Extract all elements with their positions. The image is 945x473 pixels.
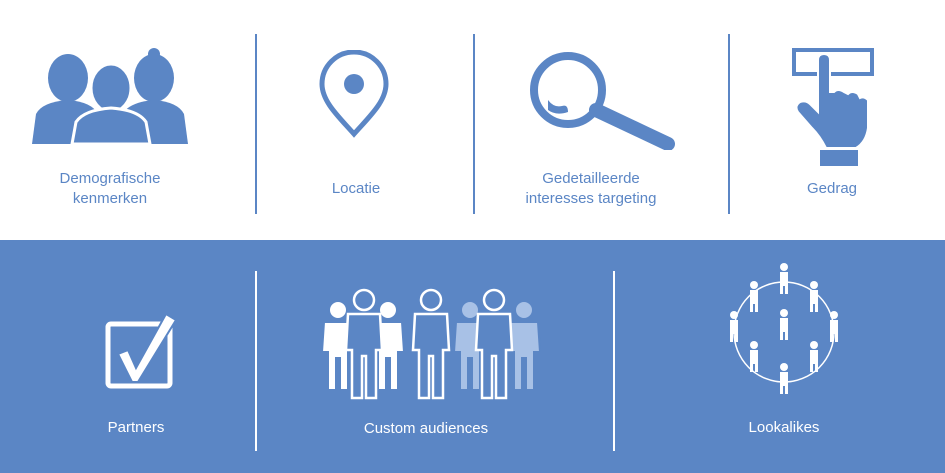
label-interesses: Gedetailleerde interesses targeting (525, 170, 657, 207)
people-outline-icon (320, 288, 542, 400)
map-pin-icon (319, 50, 389, 138)
divider (255, 34, 257, 214)
label-partners: Partners (107, 419, 165, 436)
pointing-hand-icon (792, 48, 874, 166)
top-section: Demografische kenmerken Locatie Gedetail… (32, 34, 874, 214)
label-demografische: Demografische kenmerken (59, 170, 161, 207)
label-lookalikes: Lookalikes (748, 419, 820, 436)
checkbox-icon (105, 312, 178, 389)
label-custom-audiences: Custom audiences (363, 420, 489, 437)
people-group-icon (32, 48, 188, 144)
magnifier-icon (530, 52, 675, 150)
label-locatie: Locatie (331, 180, 381, 197)
divider (473, 34, 475, 214)
label-gedrag: Gedrag (806, 180, 858, 197)
divider (255, 271, 257, 451)
network-people-icon (730, 263, 838, 394)
divider (728, 34, 730, 214)
divider (613, 271, 615, 451)
